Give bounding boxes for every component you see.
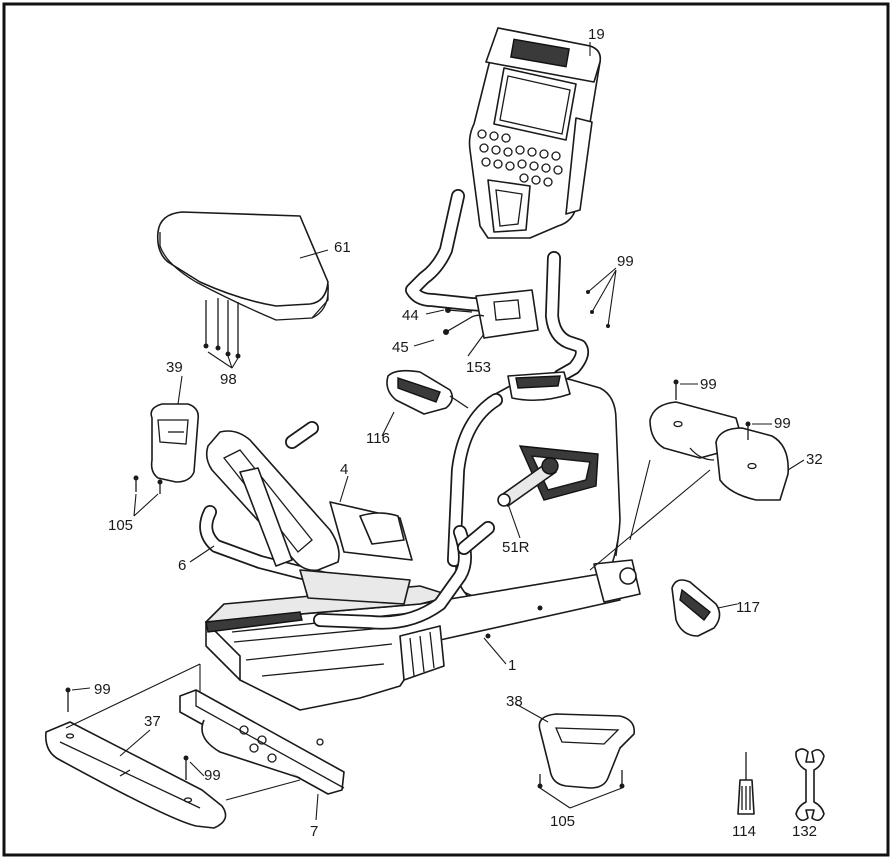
label-part-116: 116 — [366, 430, 390, 447]
stabilizer-cover-part-37 — [44, 687, 227, 829]
label-part-32: 32 — [806, 451, 823, 468]
label-part-4: 4 — [340, 461, 348, 478]
label-part-7: 7 — [310, 823, 318, 840]
rear-stabilizer-part-7 — [179, 689, 345, 795]
label-part-44: 44 — [402, 307, 419, 324]
bottle-holder-part-39 — [133, 403, 200, 494]
label-part-19: 19 — [588, 26, 605, 43]
label-part-61: 61 — [334, 239, 351, 256]
seat-assembly — [199, 421, 495, 630]
label-part-37: 37 — [144, 713, 161, 730]
label-part-45: 45 — [392, 339, 409, 356]
console-part-19 — [468, 27, 602, 239]
label-part-99-stabilizer-left: 99 — [94, 681, 111, 698]
label-part-105-right: 105 — [550, 813, 575, 830]
label-part-6: 6 — [178, 557, 186, 574]
label-part-114: 114 — [732, 823, 756, 840]
label-part-98: 98 — [220, 371, 237, 388]
part-labels: 19 61 99 44 45 153 98 39 99 99 116 4 32 … — [94, 26, 823, 840]
seat-cushion-part-61 — [156, 211, 329, 359]
upright-frame — [447, 371, 621, 613]
label-part-38: 38 — [506, 693, 523, 710]
label-part-99-cover-left: 99 — [700, 376, 717, 393]
label-part-99-cover-right: 99 — [774, 415, 791, 432]
leader-lines — [65, 42, 805, 821]
label-part-105-left: 105 — [108, 517, 133, 534]
label-part-117: 117 — [736, 599, 760, 616]
screwdriver-tool-part-114 — [737, 752, 755, 815]
pedal-left-part-116 — [386, 369, 469, 415]
label-part-99-handlebar: 99 — [617, 253, 634, 270]
label-part-1: 1 — [508, 657, 516, 674]
handlebar-assembly — [405, 189, 589, 383]
side-cover-part-32 — [649, 379, 789, 501]
wrench-tool-part-132 — [795, 748, 825, 822]
label-part-51R: 51R — [502, 539, 530, 556]
label-part-132: 132 — [792, 823, 817, 840]
label-part-39: 39 — [166, 359, 183, 376]
label-part-153: 153 — [466, 359, 491, 376]
pedal-right-part-117 — [671, 579, 721, 637]
bottle-holder-part-38 — [537, 713, 636, 789]
label-part-99-stabilizer-right: 99 — [204, 767, 221, 784]
